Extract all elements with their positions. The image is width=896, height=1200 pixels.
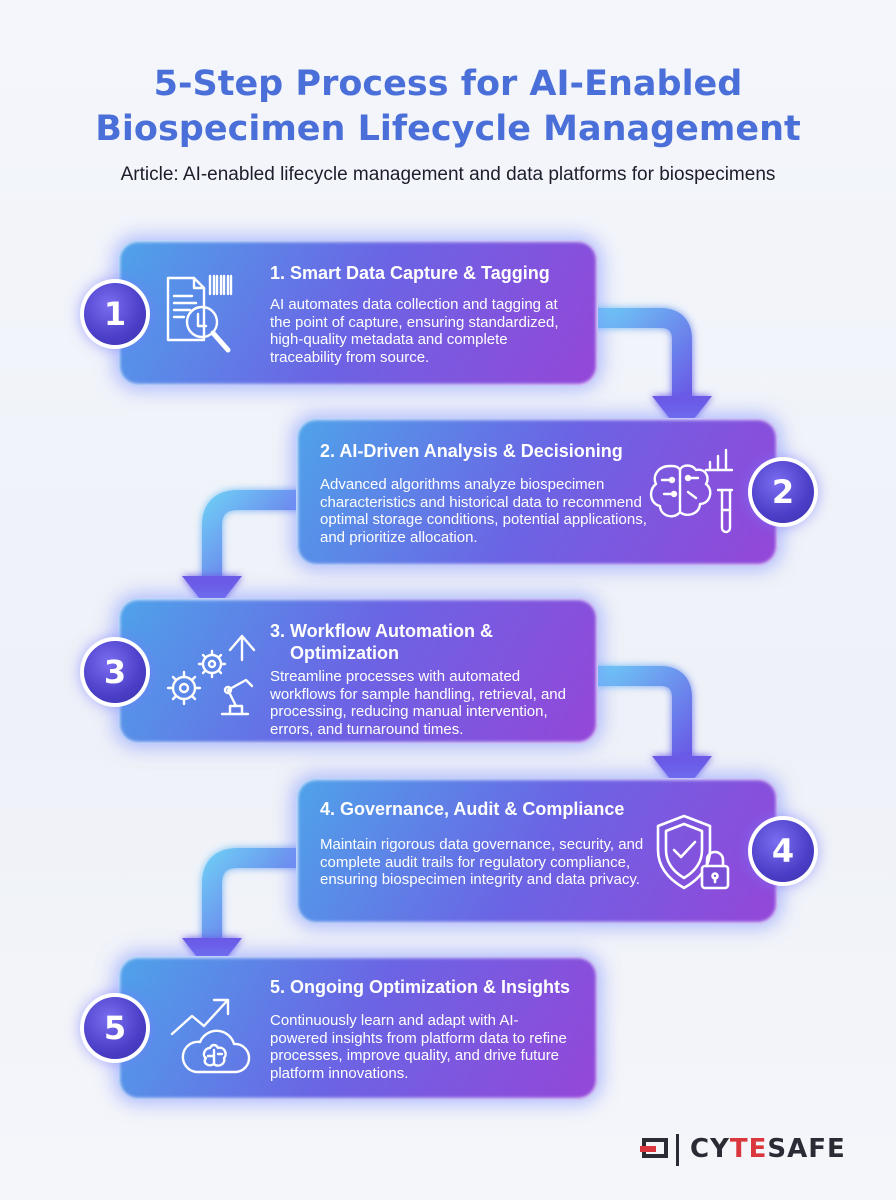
connector-2-3: [202, 490, 306, 592]
step-3-heading-line-2: Optimization: [290, 643, 399, 663]
step-badge-5: 5: [84, 997, 146, 1059]
step-2-heading: 2. AI-Driven Analysis & Decisioning: [320, 441, 623, 461]
document-barcode-magnifier-icon: [166, 274, 233, 353]
step-1-body: AI automates data collection and tagging…: [270, 296, 559, 366]
connector-4-5: [202, 848, 306, 954]
step-badge-2: 2: [752, 461, 814, 523]
brand-name-accent: TE: [729, 1134, 768, 1164]
step-4-heading: 4. Governance, Audit & Compliance: [320, 799, 625, 819]
brand-name-prefix: CY: [690, 1134, 730, 1164]
shield-check-lock-icon: [656, 814, 730, 890]
connector-3-4: [588, 666, 692, 772]
step-2-body: Advanced algorithms analyze biospecimen …: [320, 476, 647, 546]
step-badge-1: 1: [84, 283, 146, 345]
brain-chart-test-tube-icon: [649, 448, 734, 534]
title-line-1: 5-Step Process for AI-Enabled: [153, 64, 743, 104]
step-5-body: Continuously learn and adapt with AI-pow…: [270, 1012, 567, 1082]
step-3-heading-line-1: 3. Workflow Automation &: [270, 621, 493, 641]
step-card-4: 4. Governance, Audit & Compliance Mainta…: [296, 778, 778, 924]
brand-name: CYTESAFE: [690, 1134, 846, 1164]
step-4-body: Maintain rigorous data governance, secur…: [320, 836, 644, 888]
gears-robot-arm-icon: [166, 634, 256, 716]
step-card-3: 3. Workflow Automation & Optimization St…: [118, 598, 598, 744]
step-badge-3: 3: [84, 641, 146, 703]
step-card-1: 1. Smart Data Capture & Tagging AI autom…: [118, 240, 598, 386]
page-subtitle: Article: AI-enabled lifecycle management…: [120, 164, 776, 185]
step-badge-4: 4: [752, 820, 814, 882]
brand-logo: CYTESAFE: [640, 1130, 870, 1170]
page-title: 5-Step Process for AI-Enabled Biospecime…: [0, 62, 896, 152]
step-3-body: Streamline processes with automated work…: [270, 668, 566, 738]
step-1-heading: 1. Smart Data Capture & Tagging: [270, 263, 550, 283]
arrowhead-2: [652, 396, 712, 434]
arrowhead-4: [652, 756, 712, 794]
arrowhead-3: [182, 576, 242, 614]
step-card-2: 2. AI-Driven Analysis & Decisioning Adva…: [296, 418, 778, 566]
step-card-5: 5. Ongoing Optimization & Insights Conti…: [118, 956, 598, 1100]
brand-name-suffix: SAFE: [767, 1134, 846, 1164]
step-5-heading: 5. Ongoing Optimization & Insights: [270, 977, 570, 997]
brand-mark-icon: [640, 1134, 679, 1166]
connector-1-2: [588, 308, 692, 412]
trend-arrow-cloud-brain-icon: [170, 998, 251, 1074]
step-3-heading: 3. Workflow Automation & Optimization: [270, 620, 493, 664]
title-line-2: Biospecimen Lifecycle Management: [95, 109, 801, 149]
